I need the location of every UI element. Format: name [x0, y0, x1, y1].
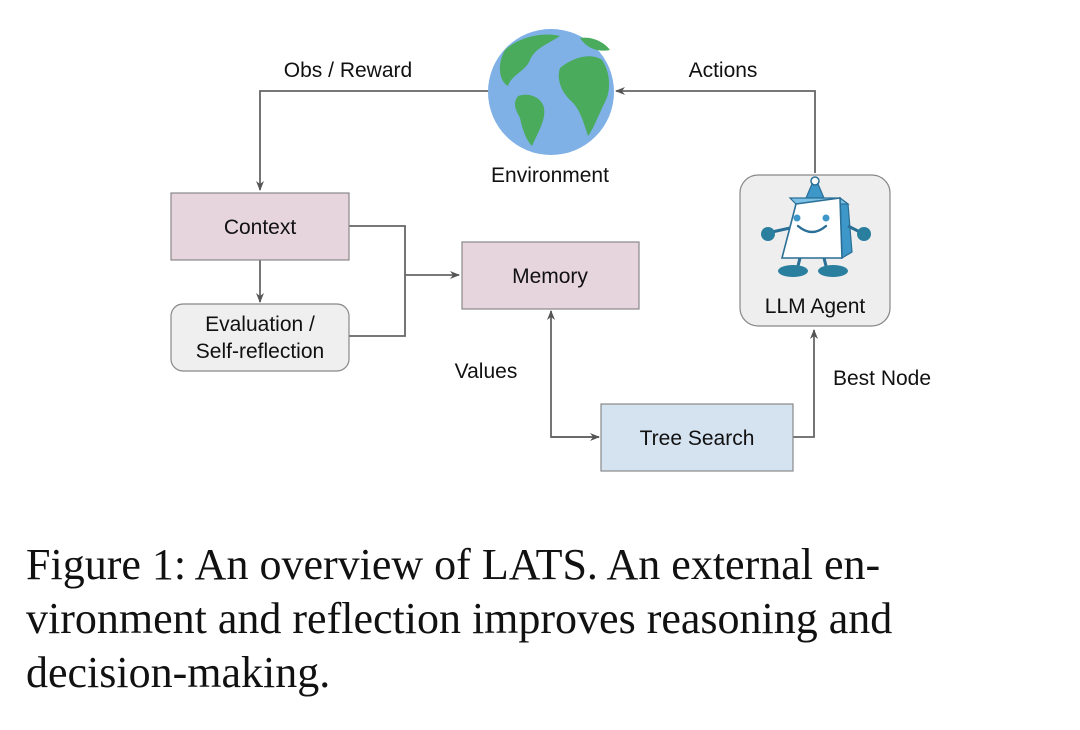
context-node: Context — [170, 192, 350, 261]
evaluation-label-line2: Self-reflection — [196, 340, 324, 363]
edge-best-node — [793, 329, 818, 438]
caption-line-3: decision-making. — [26, 648, 331, 697]
llm-agent-label: LLM Agent — [765, 295, 866, 318]
context-label: Context — [224, 216, 297, 239]
edge-actions — [615, 87, 816, 173]
evaluation-node: Evaluation / Self-reflection — [170, 303, 350, 372]
edge-values — [547, 310, 599, 438]
robot-icon — [761, 176, 871, 277]
values-label: Values — [455, 360, 518, 383]
evaluation-label-line1: Evaluation / — [205, 313, 315, 336]
obs-reward-label: Obs / Reward — [284, 59, 412, 82]
environment-label: Environment — [491, 164, 609, 187]
memory-label: Memory — [512, 265, 588, 288]
edge-obs-reward — [256, 90, 488, 191]
lats-diagram: Environment Obs / Reward Actions Values … — [170, 29, 931, 472]
llm-agent-node: LLM Agent — [739, 174, 891, 327]
caption-line-1: Figure 1: An overview of LATS. An extern… — [26, 540, 881, 589]
caption-line-2: vironment and reflection improves reason… — [26, 594, 893, 643]
best-node-label: Best Node — [833, 367, 931, 390]
edge-context-merge — [349, 225, 406, 337]
tree-search-label: Tree Search — [640, 427, 755, 450]
tree-search-node: Tree Search — [600, 403, 794, 472]
memory-node: Memory — [461, 241, 640, 310]
figure-caption: Figure 1: An overview of LATS. An extern… — [26, 538, 1046, 700]
actions-label: Actions — [689, 59, 758, 82]
globe-icon — [488, 29, 614, 155]
